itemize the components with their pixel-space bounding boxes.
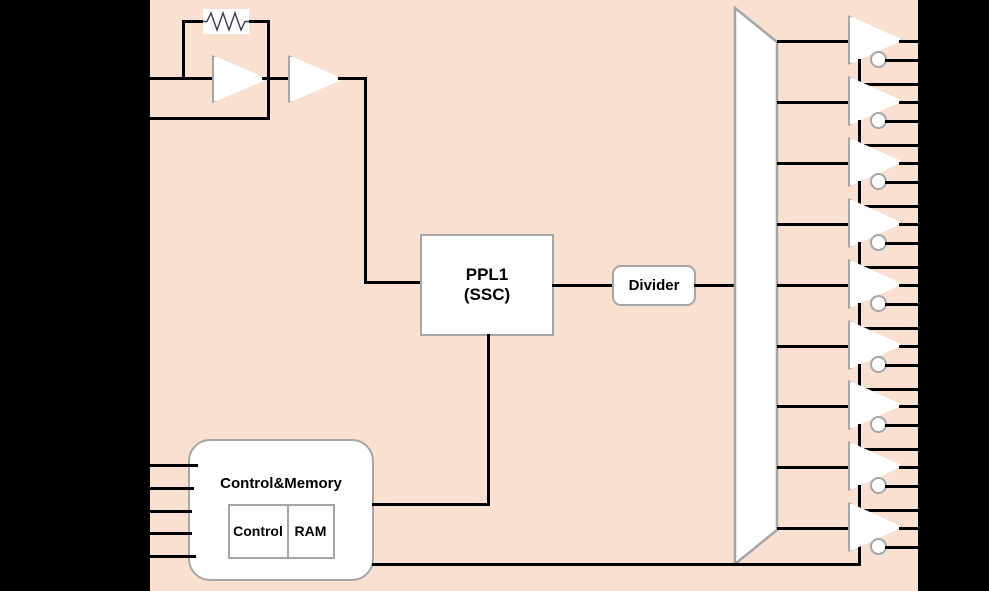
osc-feedback-top-right-wire xyxy=(246,20,270,23)
output-buffer-7-complement-stub-foot xyxy=(858,448,918,451)
control-pin-wire-5 xyxy=(150,555,196,558)
control-memory-label: Control&Memory xyxy=(220,475,342,492)
output-buffer-1-output-complement-wire xyxy=(885,59,918,62)
feedback-resistor xyxy=(203,9,249,34)
control-pin-wire-2 xyxy=(150,487,194,490)
output-buffer-8-complement-stub-foot xyxy=(858,509,918,512)
divider-to-fanout-wire xyxy=(694,284,742,287)
output-buffer-7-output-true-wire xyxy=(899,405,918,408)
output-buffer-1-complement-stub xyxy=(858,59,861,86)
output-buffer-6-complement-stub-foot xyxy=(858,388,918,391)
output-buffer-3-output-true-wire xyxy=(899,162,918,165)
osc-output-riser xyxy=(364,77,367,283)
output-buffer-5-complement-stub xyxy=(858,303,861,330)
output-buffer-3-complement-stub-foot xyxy=(858,205,918,208)
output-buffer-2-output-true-wire xyxy=(899,101,918,104)
divider-block[interactable]: Divider xyxy=(612,265,696,306)
output-buffer-6-output-true-wire xyxy=(899,345,918,348)
output-buffer-5-complement-stub-foot xyxy=(858,327,918,330)
output-buffer-6-output-complement-wire xyxy=(885,364,918,367)
fanout-to-output-buffer-1-wire xyxy=(777,40,850,43)
control-sub-label: Control xyxy=(233,522,283,539)
fanout-to-output-buffer-3-wire xyxy=(777,162,850,165)
output-buffer-4-output-true-wire xyxy=(899,223,918,226)
control-sub-block[interactable]: Control xyxy=(227,503,289,559)
output-buffer-9-output-complement-wire xyxy=(885,546,918,549)
output-buffer-1-complement-stub-foot xyxy=(858,83,918,86)
fanout-to-output-buffer-5-wire xyxy=(777,284,850,287)
output-buffer-2-output-complement-wire xyxy=(885,120,918,123)
osc-feedback-left-riser xyxy=(182,20,185,80)
pll-control-riser xyxy=(487,334,490,506)
output-buffer-3-complement-stub xyxy=(858,181,861,208)
osc-to-pll-wire xyxy=(364,281,422,284)
output-buffer-8-complement-stub xyxy=(858,485,861,512)
output-buffer-7-complement-stub xyxy=(858,424,861,451)
control-pin-wire-1 xyxy=(150,464,198,467)
osc-feedback-right-riser xyxy=(267,20,270,120)
output-buffer-3-output-complement-wire xyxy=(885,181,918,184)
ram-sub-block[interactable]: RAM xyxy=(288,503,335,559)
output-buffer-2-complement-stub-foot xyxy=(858,144,918,147)
divider-label: Divider xyxy=(628,276,680,294)
output-buffer-2-complement-stub xyxy=(858,120,861,147)
control-memory-block[interactable]: Control&Memory Control RAM xyxy=(188,439,374,581)
pll-label-line2: (SSC) xyxy=(463,285,511,304)
fanout-distribution-block[interactable] xyxy=(733,5,779,567)
output-buffer-5-output-true-wire xyxy=(899,284,918,287)
pll-to-divider-wire xyxy=(552,284,614,287)
output-buffer-4-output-complement-wire xyxy=(885,242,918,245)
fanout-to-output-buffer-7-wire xyxy=(777,405,850,408)
output-buffer-6-complement-stub xyxy=(858,364,861,391)
fanout-to-output-buffer-8-wire xyxy=(777,466,850,469)
output-buffer-8-output-true-wire xyxy=(899,466,918,469)
output-buffer-9-output-true-wire xyxy=(899,527,918,530)
control-to-pll-wire xyxy=(372,503,490,506)
output-buffer-4-complement-stub-foot xyxy=(858,266,918,269)
pll-label-line1: PPL1 xyxy=(465,264,509,284)
osc-output-top-wire xyxy=(338,77,367,80)
control-pin-wire-4 xyxy=(150,532,192,535)
output-buffer-4-complement-stub xyxy=(858,242,861,269)
fanout-to-output-buffer-6-wire xyxy=(777,345,850,348)
output-buffer-7-output-complement-wire xyxy=(885,424,918,427)
bottom-bus-riser xyxy=(858,541,861,565)
output-buffer-1-output-true-wire xyxy=(899,40,918,43)
output-buffer-5-output-complement-wire xyxy=(885,303,918,306)
control-bottom-bus-wire xyxy=(372,563,861,566)
output-buffer-8-output-complement-wire xyxy=(885,485,918,488)
osc-feedback-top-left-wire xyxy=(182,20,207,23)
fanout-to-output-buffer-2-wire xyxy=(777,101,850,104)
osc-amp1-output-wire xyxy=(262,77,290,80)
fanout-to-output-buffer-9-wire xyxy=(777,527,850,530)
ram-sub-label: RAM xyxy=(294,522,327,539)
osc-input-pin-1-wire xyxy=(150,77,240,80)
pll-block[interactable]: PPL1 (SSC) xyxy=(420,234,554,336)
control-pin-wire-3 xyxy=(150,510,192,513)
fanout-to-output-buffer-4-wire xyxy=(777,223,850,226)
osc-input-pin-2-wire xyxy=(150,117,270,120)
